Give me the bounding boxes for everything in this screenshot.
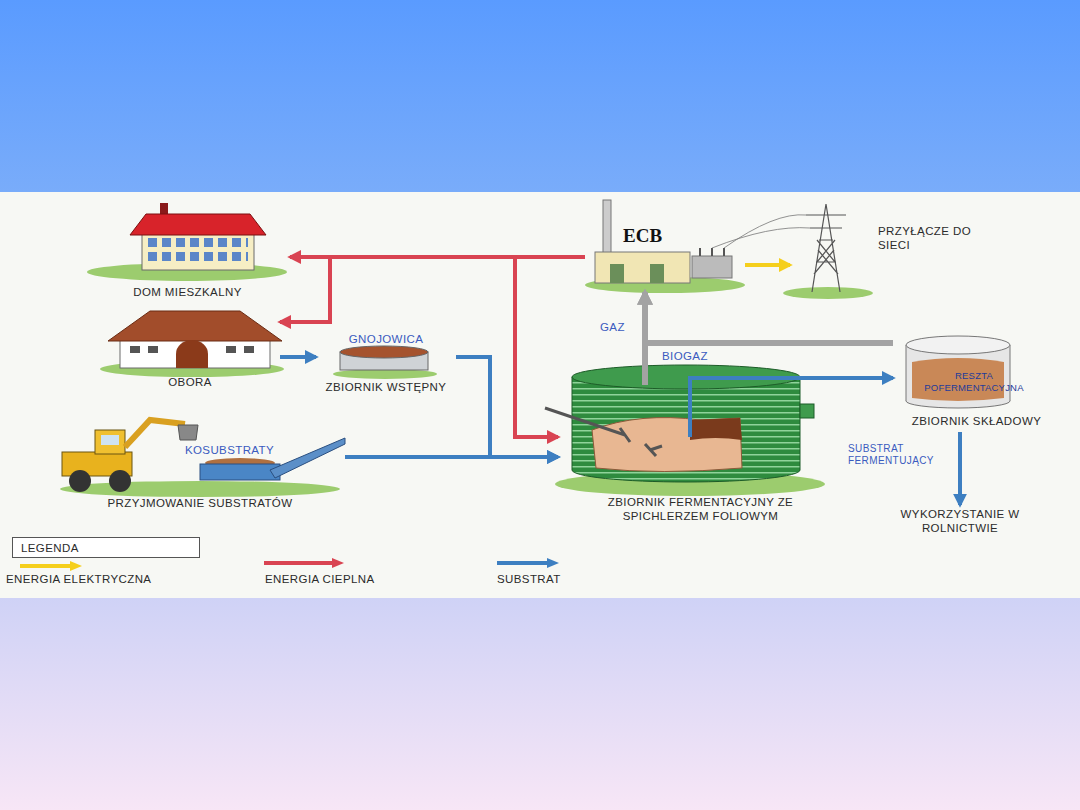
legend-swatch bbox=[264, 558, 344, 568]
barn-node: OBORA bbox=[100, 305, 280, 392]
flow-label: BIOGAZ bbox=[660, 350, 710, 364]
legend-text: SUBSTRAT bbox=[497, 573, 561, 585]
pylon-picture-part bbox=[806, 204, 846, 292]
slide-band bbox=[0, 0, 1080, 192]
fermenter-picture-part bbox=[592, 418, 742, 472]
fermenter-picture-part bbox=[690, 418, 742, 440]
loader-picture-part bbox=[200, 464, 280, 480]
loader-picture-part bbox=[101, 435, 119, 445]
barn-picture bbox=[100, 311, 284, 377]
legend-swatch-shaft bbox=[497, 561, 549, 565]
node-caption: ZBIORNIK WSTĘPNY bbox=[316, 380, 456, 394]
fermenter-picture-part bbox=[688, 385, 692, 437]
loader-picture-part bbox=[69, 470, 91, 492]
storage-tank-picture-part bbox=[906, 336, 1010, 354]
legend-swatch bbox=[497, 558, 559, 568]
barn-picture-part bbox=[108, 311, 282, 341]
slide-band bbox=[0, 598, 1080, 810]
fermenter-picture bbox=[545, 365, 825, 496]
legend-text: ENERGIA ELEKTRYCZNA bbox=[6, 573, 151, 585]
flow-arrow bbox=[515, 257, 585, 437]
pre-tank-picture bbox=[333, 346, 437, 379]
node-caption: RESZTA POFERMENTACYJNA bbox=[915, 370, 1033, 394]
loader-picture-part bbox=[178, 425, 198, 440]
chp-plant-picture-part bbox=[650, 264, 664, 283]
chp-plant-picture-part bbox=[610, 264, 624, 283]
fermenter-node: ZBIORNIK FERMENTACYJNY ZE SPICHLERZEM FO… bbox=[558, 385, 843, 530]
chp-plant-picture-part bbox=[700, 248, 724, 256]
house-picture-part bbox=[142, 232, 254, 270]
legend-swatch bbox=[20, 561, 82, 571]
legend-swatches bbox=[20, 558, 559, 571]
loader-picture bbox=[60, 420, 345, 497]
house-picture-part bbox=[148, 238, 248, 264]
node-caption: ECB bbox=[623, 224, 683, 248]
loader-picture-part bbox=[125, 420, 185, 447]
node-caption: WYKORZYSTANIE W ROLNICTWIE bbox=[885, 507, 1035, 536]
chp-plant-picture-part bbox=[603, 200, 611, 255]
chp-node: ECB bbox=[585, 198, 745, 292]
storage-tank-node: RESZTA POFERMENTACYJNA ZBIORNIK SKŁADOWY bbox=[893, 330, 1060, 432]
flow-arrow bbox=[745, 263, 790, 267]
loader-node: KOSUBSTRATY PRZYJMOWANIE SUBSTRATÓW bbox=[55, 412, 345, 513]
legend-swatch-shaft bbox=[20, 564, 72, 568]
flow-arrow bbox=[345, 455, 558, 459]
flow-arrow bbox=[280, 355, 316, 359]
node-caption: PRZYŁĄCZE DO SIECI bbox=[878, 224, 996, 253]
legend-text: ENERGIA CIEPLNA bbox=[265, 573, 375, 585]
fermenter-picture-part bbox=[800, 404, 814, 418]
loader-picture-part bbox=[270, 438, 345, 478]
legend-swatch-head bbox=[332, 558, 344, 568]
legend-title-box: LEGENDA bbox=[12, 537, 200, 558]
flow-arrow bbox=[645, 292, 893, 343]
flow-arrow bbox=[280, 257, 585, 322]
barn-picture-part bbox=[244, 346, 254, 353]
connector-group bbox=[280, 257, 960, 505]
chp-plant-picture bbox=[585, 200, 745, 293]
house-node: DOM MIESZKALNY bbox=[85, 212, 290, 302]
chp-plant-picture-part bbox=[692, 256, 732, 278]
barn-picture-part bbox=[130, 346, 140, 353]
node-caption: LEGENDA bbox=[21, 541, 191, 555]
pre-tank-picture-part bbox=[340, 346, 428, 358]
legend-swatch-shaft bbox=[264, 561, 334, 565]
pylon-picture-part bbox=[783, 287, 873, 299]
flow-arrow bbox=[456, 357, 558, 457]
barn-picture-part bbox=[226, 346, 236, 353]
house-picture bbox=[87, 203, 287, 281]
barn-picture-part bbox=[120, 338, 270, 368]
pylon-picture-part bbox=[712, 215, 810, 248]
chp-plant-picture-part bbox=[595, 252, 690, 283]
legend-swatch-head bbox=[547, 558, 559, 568]
fermenter-picture-part bbox=[545, 408, 662, 456]
agriculture-node: WYKORZYSTANIE W ROLNICTWIE bbox=[885, 505, 1035, 543]
loader-picture-part bbox=[60, 481, 340, 497]
loader-picture-part bbox=[95, 430, 125, 454]
flow-arrow bbox=[958, 432, 962, 505]
house-picture-part bbox=[130, 214, 266, 235]
flow-label: GAZ bbox=[598, 321, 627, 335]
grid-connection-node: PRZYŁĄCZE DO SIECI bbox=[790, 198, 1025, 298]
node-caption: KOSUBSTRATY bbox=[167, 443, 292, 457]
node-caption: PRZYJMOWANIE SUBSTRATÓW bbox=[55, 496, 345, 510]
barn-picture-part bbox=[148, 346, 158, 353]
pylon-picture bbox=[712, 204, 873, 299]
node-caption: GNOJOWICA bbox=[316, 332, 456, 346]
barn-picture-part bbox=[176, 340, 208, 368]
loader-picture-part bbox=[109, 470, 131, 492]
legend-swatch-head bbox=[70, 561, 82, 571]
substrate-label: SUBSTRAT FERMENTUJĄCY bbox=[846, 443, 950, 467]
node-caption: DOM MIESZKALNY bbox=[85, 285, 290, 299]
node-caption: OBORA bbox=[100, 375, 280, 389]
pre-tank-node: GNOJOWICA ZBIORNIK WSTĘPNY bbox=[316, 330, 456, 397]
node-caption: ZBIORNIK FERMENTACYJNY ZE SPICHLERZEM FO… bbox=[563, 495, 838, 524]
node-caption: ZBIORNIK SKŁADOWY bbox=[893, 414, 1060, 428]
flow-arrow bbox=[690, 378, 893, 385]
